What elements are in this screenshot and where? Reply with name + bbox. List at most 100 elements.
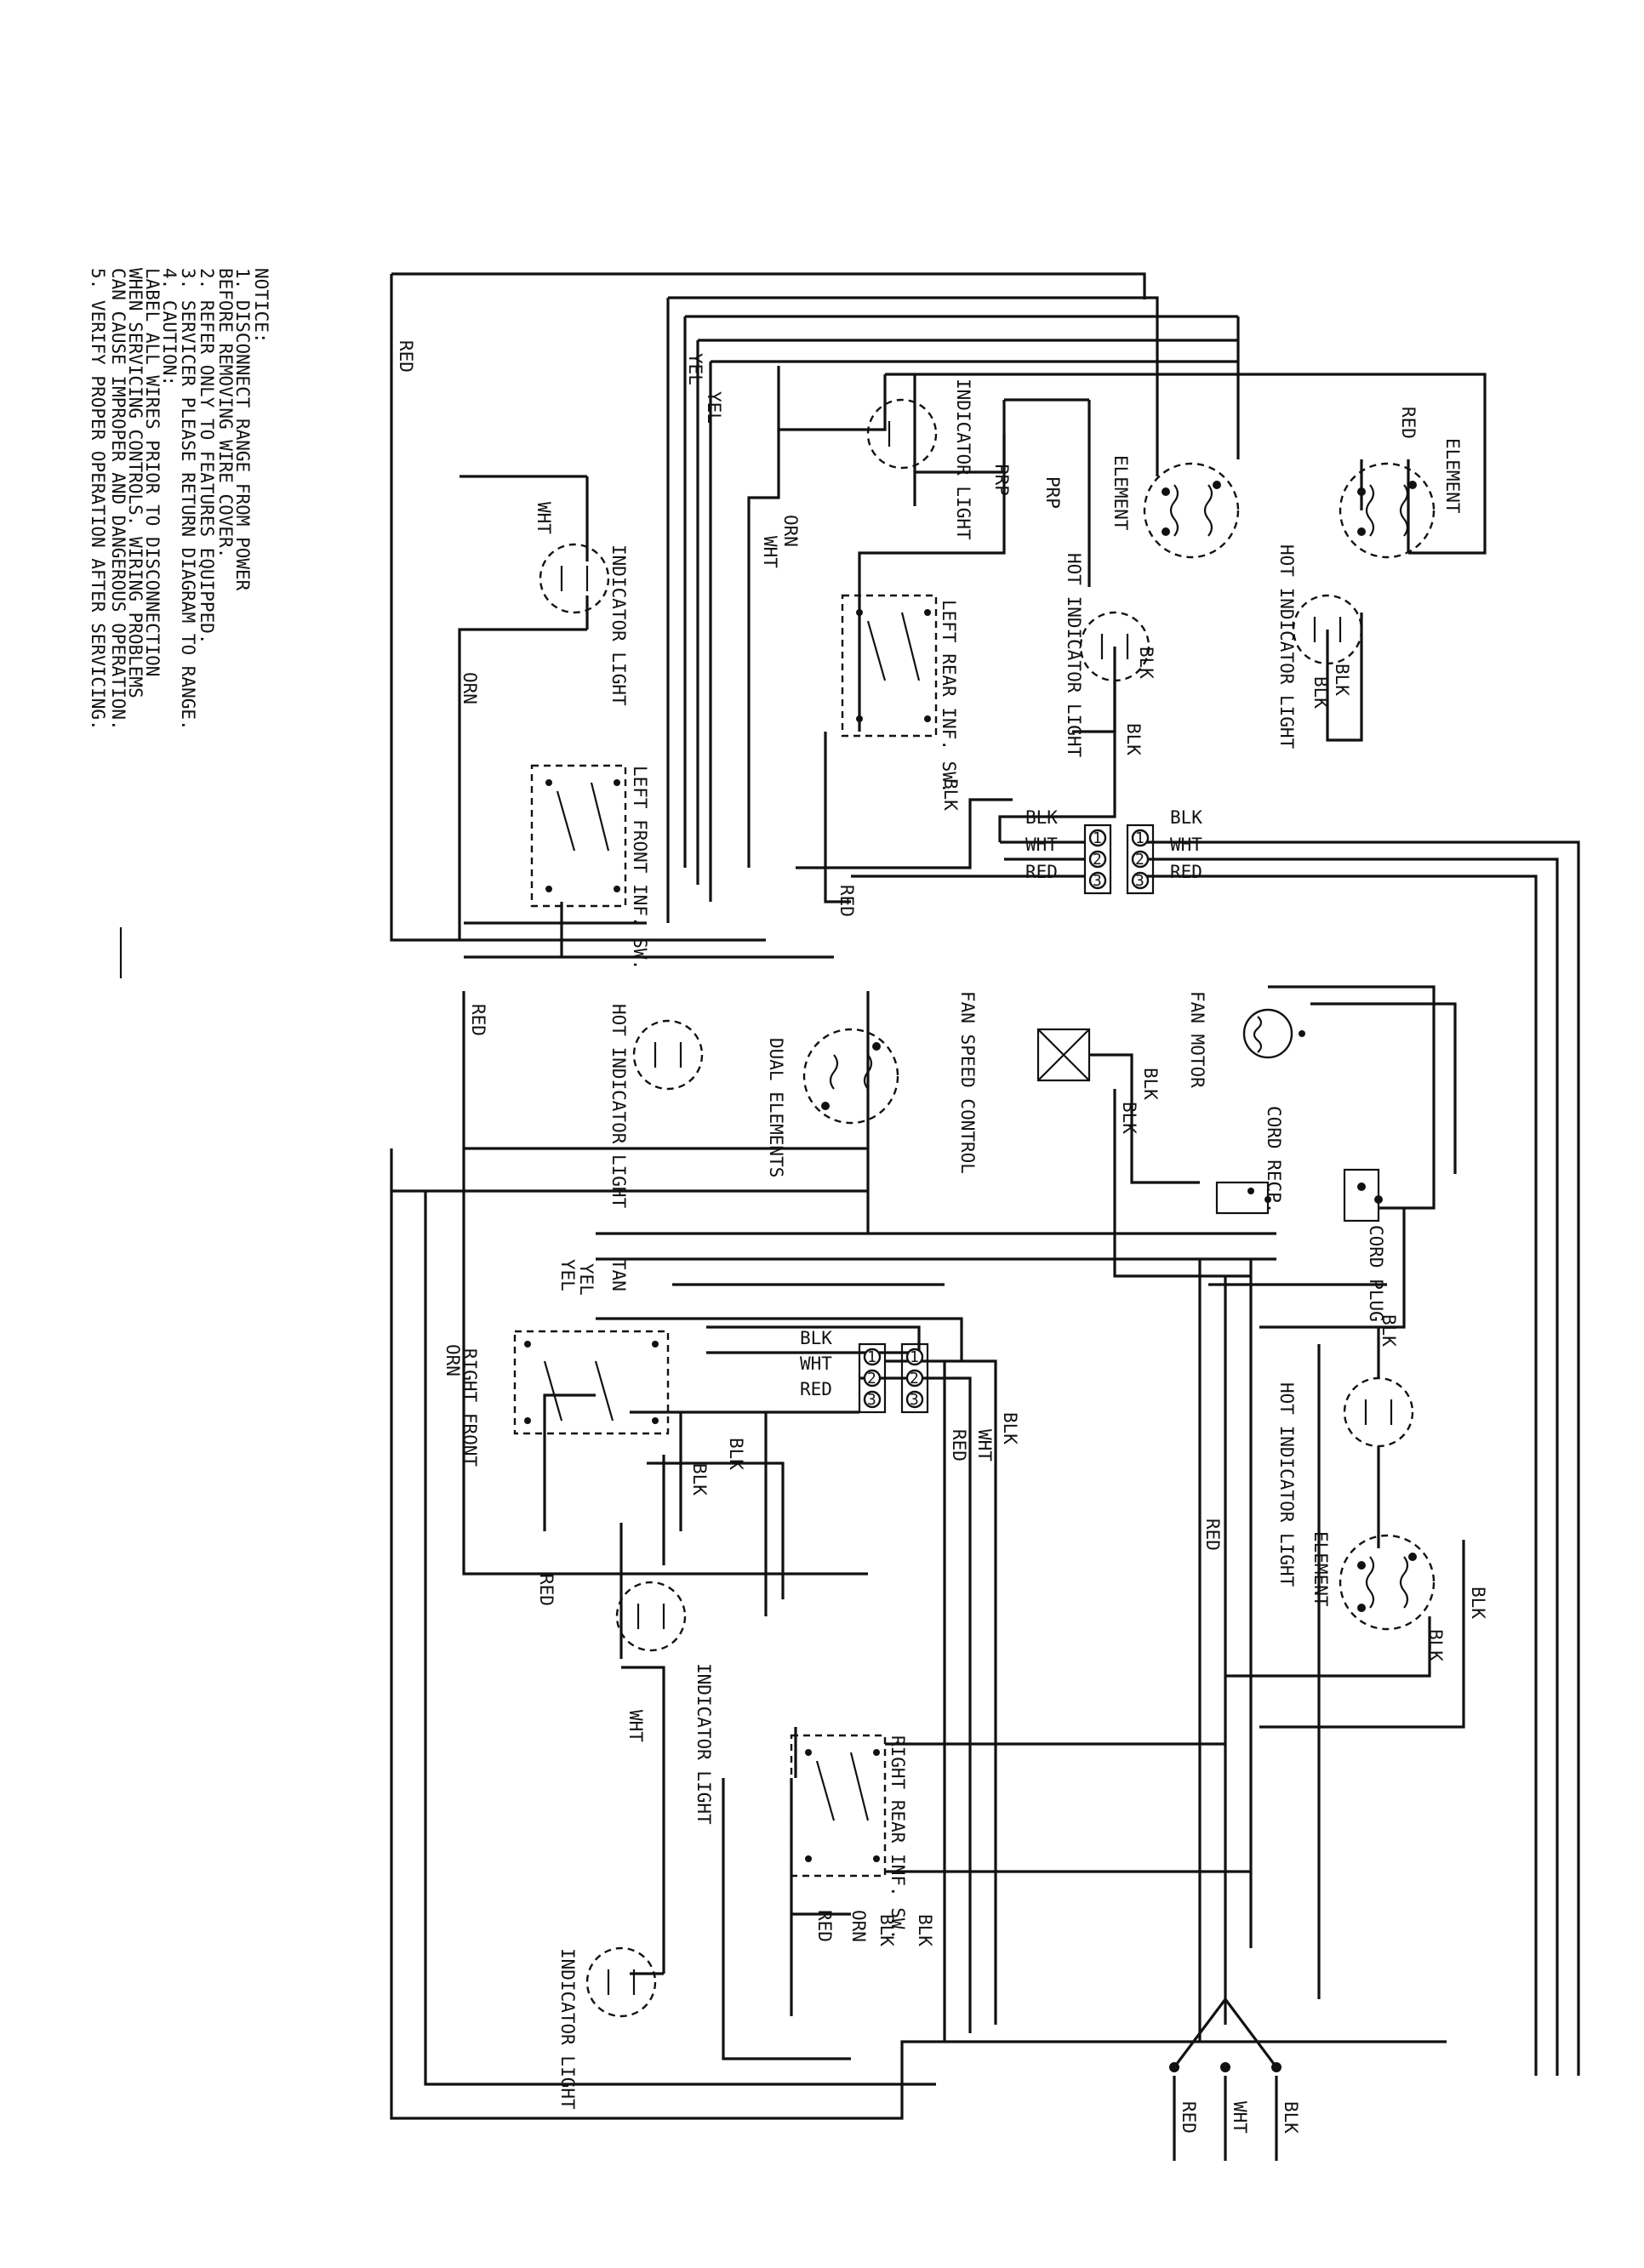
wire-label-blk-2: BLK [1136,647,1156,679]
notice-line-9: 5. VERIFY PROPER OPERATION AFTER SERVICI… [88,268,108,731]
indicator-light-lower-bottom [585,1946,657,2018]
wire-label-blk-left-block: BLK [1025,807,1058,828]
supply-label-blk: BLK [1281,2101,1301,2134]
right-rear-switch [790,1734,887,1878]
hot-indicator-light-upper-right [1292,594,1363,665]
label-hot-indicator-lower-left: HOT INDICATOR LIGHT [608,1004,629,1209]
notice-line-7: WHEN SERVICING CONTROLS. WIRING PROBLEMS [125,268,146,698]
label-dual-elements: DUAL ELEMENTS [766,1038,786,1177]
upper-wiring [390,272,1580,2076]
wire-label-blk-rr-2: BLK [915,1914,935,1946]
wire-label-wht-1: WHT [760,536,780,568]
label-element-top-right: ELEMENT [1442,438,1463,514]
wire-label-red-lower-mid: RED [536,1574,557,1606]
label-indicator-lower-mid: INDICATOR LIGHT [694,1663,714,1825]
wire-label-wht-lower: WHT [625,1710,646,1742]
element-lower-right [1339,1534,1436,1631]
notice-line-6: LABEL ALL WIRES PRIOR TO DISCONNECTION [142,268,163,676]
wire-label-prp-2: PRP [1042,476,1063,509]
terminal-block-lower-left [858,1342,887,1414]
terminal-block-lower-right [900,1342,929,1414]
fan-speed-control [1036,1028,1091,1082]
wire-label-wht-left-block: WHT [1025,835,1058,855]
label-right-rear-switch: RIGHT REAR INF. SW. [888,1735,908,1940]
wire-label-red-left-front: RED [836,885,857,917]
notice-line-5: 4. CAUTION: [159,268,180,386]
label-cord-recp: CORD RECP. [1264,1106,1284,1213]
terminal-number-3-d: 3 [910,1391,919,1409]
supply-junctions [1169,2062,1282,2072]
wire-label-blk-vert-1: BLK [1000,1412,1020,1445]
label-element-lower-right: ELEMENT [1310,1531,1331,1607]
supply-label-wht: WHT [1230,2101,1250,2134]
wire-label-wht-vert-1: WHT [974,1429,995,1462]
wire-label-orn-rr: ORN [848,1910,869,1942]
indicator-light-lower-mid [615,1581,687,1652]
indicator-light-left [539,543,610,614]
wire-label-blk-rf-block: BLK [800,1328,832,1348]
terminal-number-1-a: 1 [1093,829,1102,847]
dual-elements [802,1028,899,1125]
notice-heading: NOTICE: [251,268,271,344]
label-cord-plug: CORD PLUG [1366,1225,1386,1322]
right-front-switch [513,1330,670,1435]
wire-label-blk-right-block: BLK [1170,807,1202,828]
terminal-number-1-c: 1 [867,1348,876,1366]
notice-line-3: 2. REFER ONLY TO FEATURES EQUIPPED. [197,268,217,645]
label-fan-motor: FAN MOTOR [1187,991,1207,1088]
left-front-switch [530,764,627,908]
wire-label-blk-element-1: BLK [1468,1587,1488,1619]
terminal-number-3-c: 3 [867,1391,876,1409]
notice-block: NOTICE: 1. DISCONNECT RANGE FROM POWER B… [88,268,271,731]
fan-motor [1242,1008,1305,1059]
wire-label-red-right-col: RED [1202,1519,1223,1551]
wire-label-red-vert-1: RED [949,1429,969,1462]
lower-labels: HOT INDICATOR LIGHT DUAL ELEMENTS FAN SP… [442,991,1488,2134]
label-left-front-switch: LEFT FRONT INF. SW. [630,766,650,970]
cord-receptacle [1215,1181,1271,1215]
wire-label-wht-rf-block: WHT [800,1353,832,1374]
left-rear-switch [841,594,938,738]
wire-label-blk-lower-2: BLK [689,1463,710,1496]
terminal-number-3-b: 3 [1135,872,1145,890]
label-hot-indicator-upper-right: HOT INDICATOR LIGHT [1276,544,1297,749]
terminal-number-2-c: 2 [867,1370,876,1388]
label-hot-indicator-upper-center: HOT INDICATOR LIGHT [1064,553,1084,758]
hot-indicator-light-lower-right [1343,1376,1414,1448]
terminal-number-3-a: 3 [1093,872,1102,890]
wire-label-blk-5: BLK [1310,676,1331,709]
label-fan-speed-control: FAN SPEED CONTROL [957,991,978,1174]
wire-label-blk-cord: BLK [1379,1314,1399,1347]
hot-indicator-light-lower-left [632,1019,704,1091]
wire-label-orn-2: ORN [460,672,480,704]
wire-label-blk-3: BLK [1123,723,1144,755]
wire-label-blk-4: BLK [940,778,961,811]
label-hot-indicator-lower-right: HOT INDICATOR LIGHT [1276,1382,1297,1587]
wire-label-red-left-block: RED [1025,862,1058,882]
wire-label-yel-2: YEL [704,391,724,424]
upper-labels: ELEMENT ELEMENT HOT INDICATOR LIGHT HOT … [396,340,1463,970]
label-indicator-left: INDICATOR LIGHT [608,544,629,706]
element-top-right [1339,462,1436,559]
terminal-number-1-b: 1 [1135,829,1145,847]
hot-indicator-light-upper-center [1079,611,1150,682]
terminal-number-2-d: 2 [910,1370,919,1388]
notice-line-8: CAN CAUSE IMPROPER AND DANGEROUS OPERATI… [108,268,128,731]
wire-label-blk-element-2: BLK [1425,1629,1446,1661]
cord-plug [1343,1168,1383,1222]
wire-label-yel-lower-2: YEL [576,1263,597,1296]
wire-label-red-outer: RED [396,340,416,373]
terminal-number-2-b: 2 [1135,851,1145,869]
wire-label-yel-1: YEL [685,353,705,385]
wire-label-prp-1: PRP [991,464,1012,496]
indicator-light-top [866,398,938,470]
wire-label-blk-1: BLK [1332,664,1352,696]
terminal-number-2-a: 2 [1093,851,1102,869]
wire-label-yel-lower: YEL [557,1259,578,1291]
wire-label-orn-lower: ORN [442,1344,463,1376]
wire-label-blk-lower-1: BLK [726,1438,746,1470]
label-left-rear-switch: LEFT REAR INF. SW. [939,600,959,794]
wire-label-blk-rr-1: BLK [876,1914,897,1946]
